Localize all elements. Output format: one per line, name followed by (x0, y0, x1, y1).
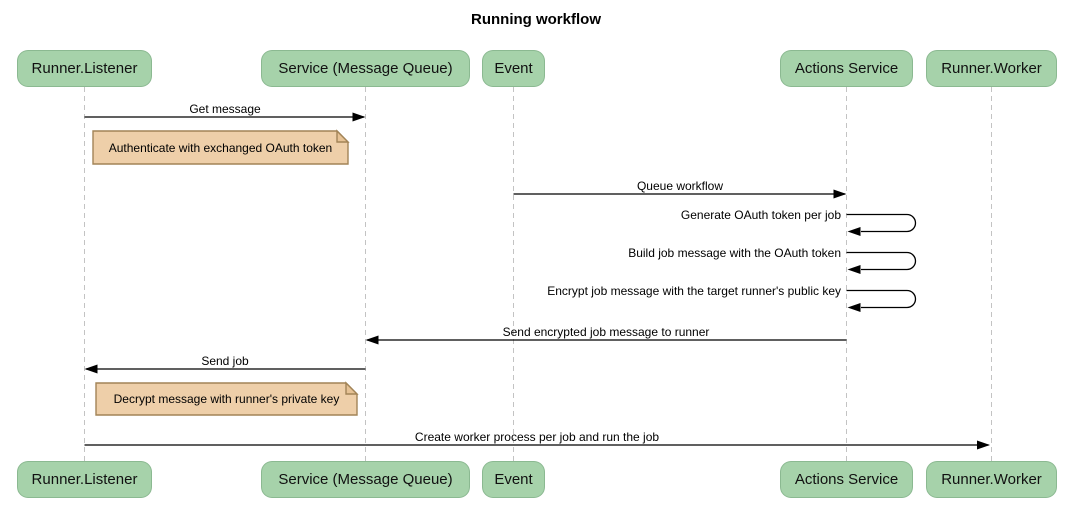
self-loop-generate-oauth-token (846, 213, 917, 233)
diagram-title: Running workflow (471, 11, 601, 28)
message-label-build-job-message: Build job message with the OAuth token (628, 246, 841, 260)
actor-label: Service (Message Queue) (278, 60, 453, 77)
message-arrows (84, 112, 990, 450)
note-label-authenticate: Authenticate with exchanged OAuth token (108, 140, 333, 155)
arrowhead-send-encrypted-job-message (365, 335, 379, 345)
actor-bottom-runner-worker: Runner.Worker (926, 461, 1057, 498)
actor-top-event: Event (482, 50, 545, 87)
actor-label: Service (Message Queue) (278, 471, 453, 488)
self-loop-encrypt-job-message (846, 289, 917, 309)
note-label-decrypt: Decrypt message with runner's private ke… (113, 392, 340, 406)
actor-top-actions-service: Actions Service (780, 50, 913, 87)
message-label-encrypt-job-message: Encrypt job message with the target runn… (547, 284, 841, 298)
actor-top-runner-worker: Runner.Worker (926, 50, 1057, 87)
arrowhead-send-job (84, 364, 98, 374)
message-label-send-job: Send job (201, 354, 249, 368)
actor-label: Runner.Worker (941, 471, 1042, 488)
note-fold-decrypt (345, 381, 359, 395)
actor-bottom-actions-service: Actions Service (780, 461, 913, 498)
note-fold-authenticate (336, 129, 350, 143)
message-label-get-message: Get message (189, 102, 261, 116)
arrowhead-queue-workflow (833, 189, 847, 199)
actor-label: Runner.Worker (941, 60, 1042, 77)
arrowhead-build-job-message (847, 265, 861, 274)
arrowhead-create-worker-process (977, 440, 990, 450)
message-label-create-worker-process: Create worker process per job and run th… (414, 430, 660, 444)
actor-label: Actions Service (794, 471, 899, 488)
actor-label: Event (494, 471, 533, 488)
message-label-generate-oauth-token: Generate OAuth token per job (680, 208, 841, 222)
actor-bottom-event: Event (482, 461, 545, 498)
arrowhead-get-message (352, 112, 366, 122)
message-label-queue-workflow: Queue workflow (636, 179, 724, 193)
arrowhead-encrypt-job-message (847, 303, 861, 312)
actor-top-runner-listener: Runner.Listener (17, 50, 152, 87)
actor-top-service-message-queue: Service (Message Queue) (261, 50, 470, 87)
note-shape-decrypt (95, 382, 358, 416)
actor-label: Event (494, 60, 533, 77)
self-loop-build-job-message (846, 251, 917, 271)
note-shape-authenticate (92, 130, 349, 165)
actor-bottom-service-message-queue: Service (Message Queue) (261, 461, 470, 498)
actor-label: Runner.Listener (31, 60, 138, 77)
actor-bottom-runner-listener: Runner.Listener (17, 461, 152, 498)
message-label-send-encrypted-job-message: Send encrypted job message to runner (502, 325, 710, 339)
actor-label: Actions Service (794, 60, 899, 77)
notes (92, 129, 359, 416)
actor-label: Runner.Listener (31, 471, 138, 488)
arrowhead-generate-oauth-token (847, 227, 861, 236)
